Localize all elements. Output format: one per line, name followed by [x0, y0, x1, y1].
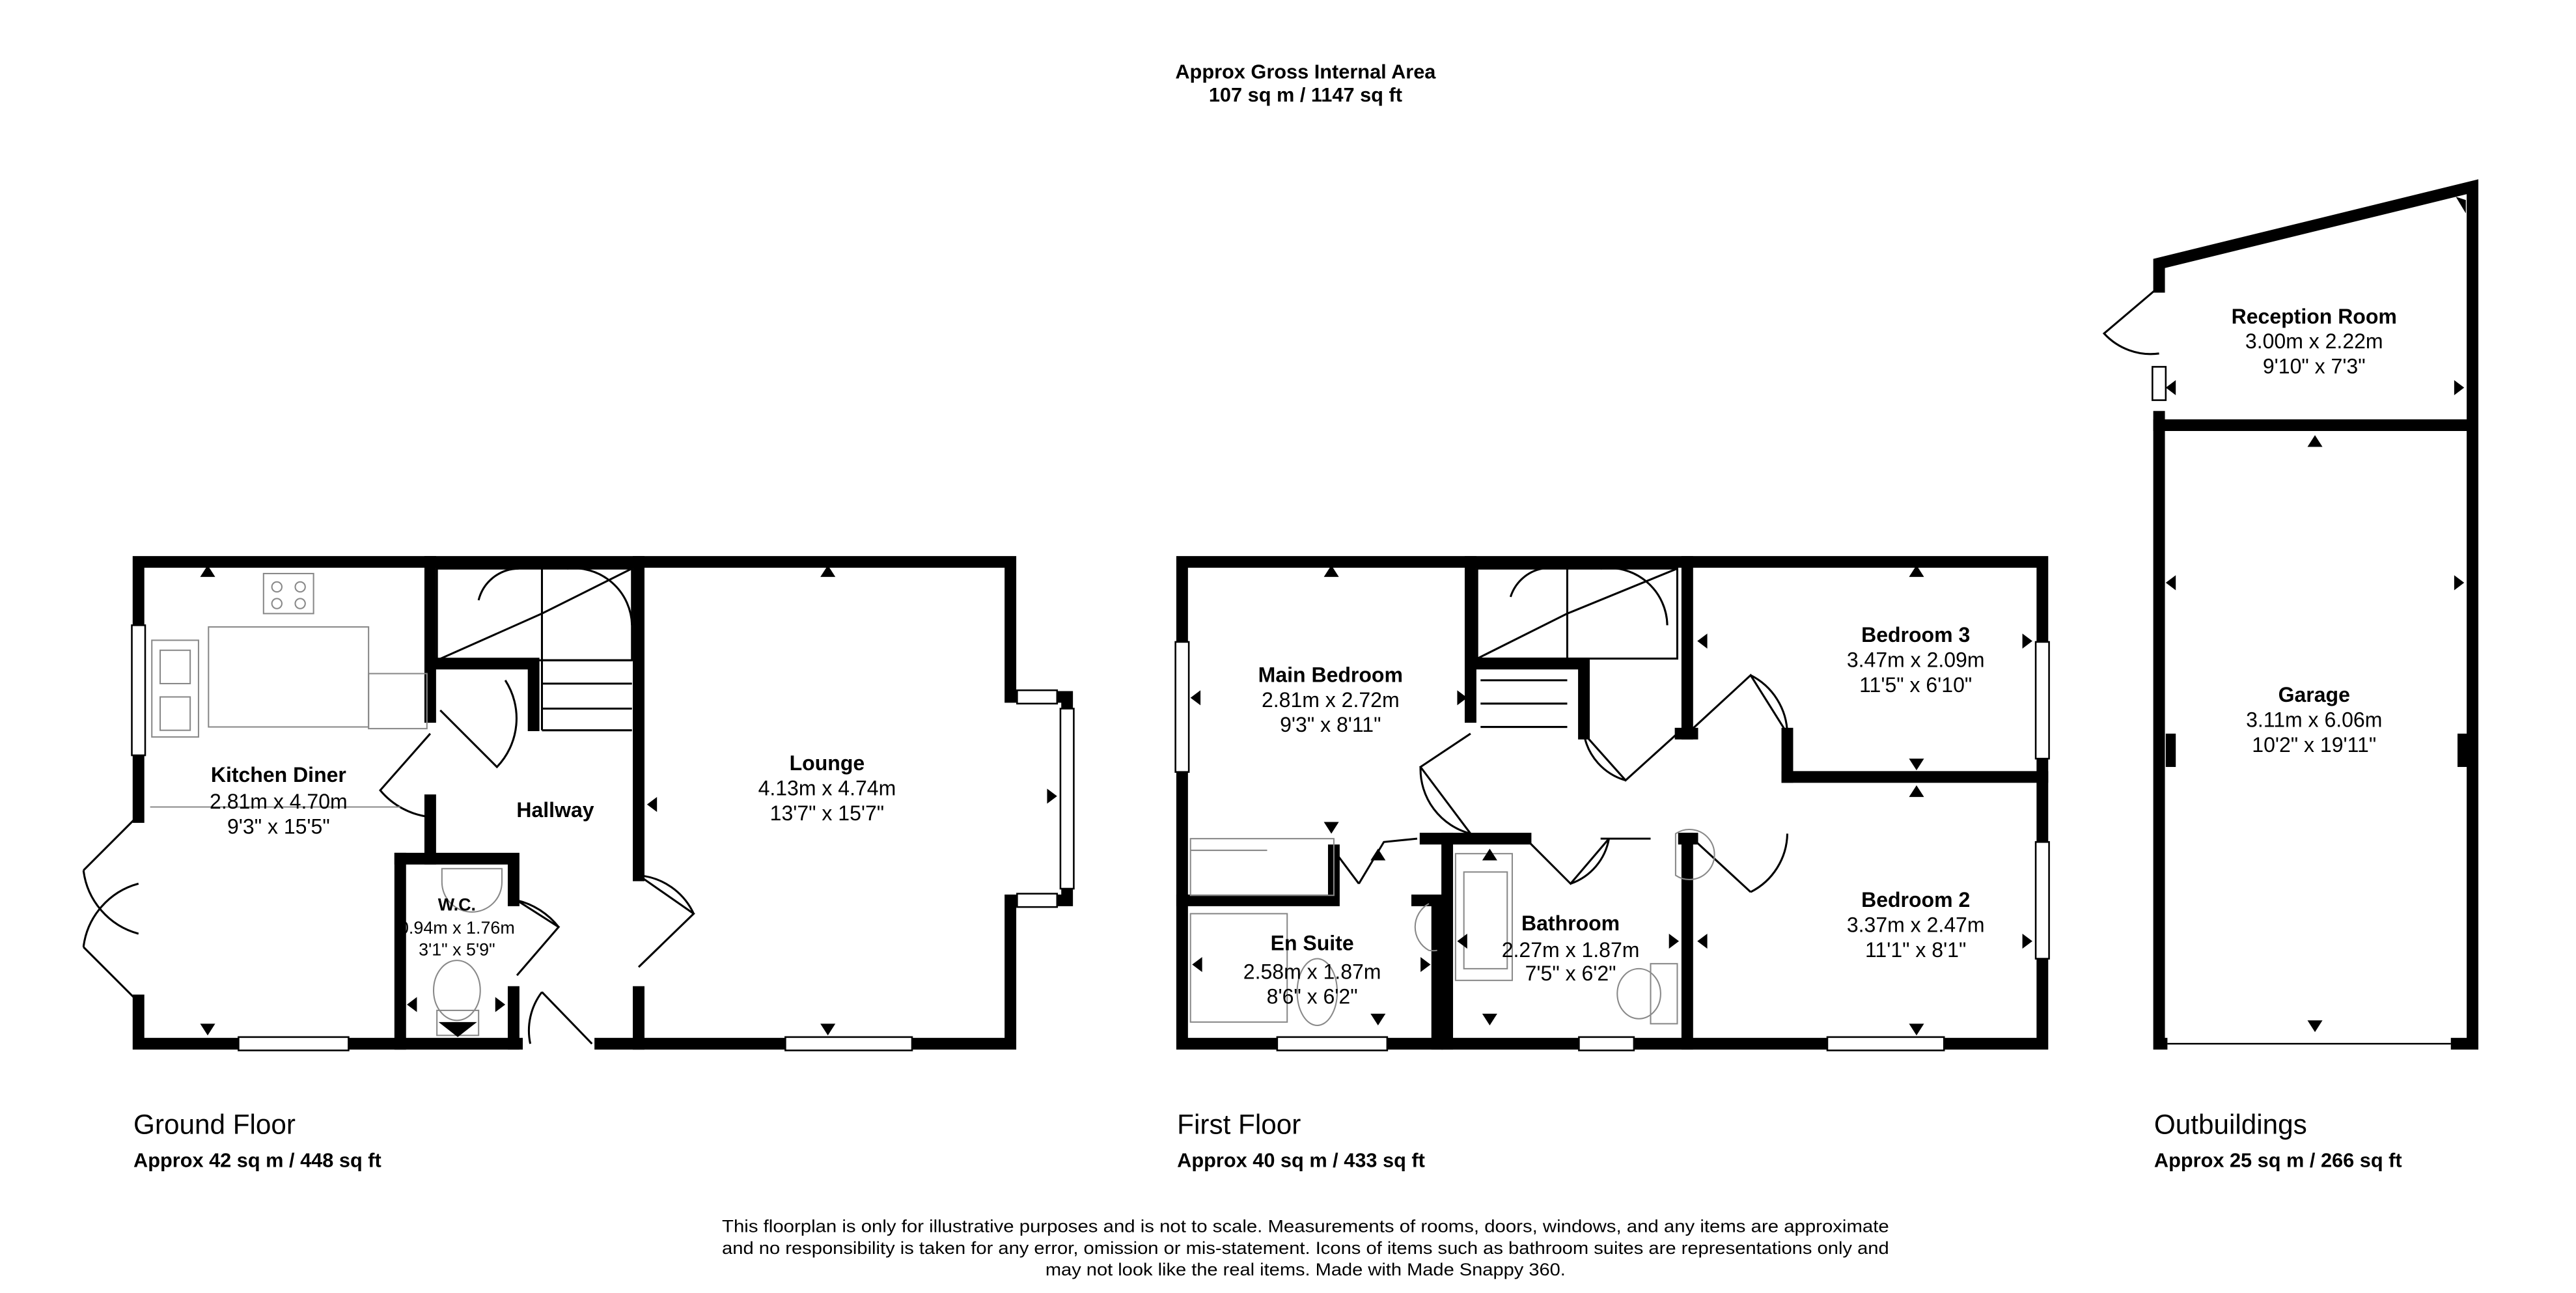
room-name: W.C.	[438, 895, 476, 914]
ground-floor-plan: Kitchen Diner 2.81m x 4.70m 9'3" x 15'5"…	[82, 556, 1075, 1051]
floor-area: Approx 42 sq m / 448 sq ft	[133, 1149, 381, 1172]
room-metric: 3.11m x 6.06m	[2246, 708, 2382, 732]
room-name: Reception Room	[2232, 305, 2397, 328]
floor-area: Approx 40 sq m / 433 sq ft	[1177, 1149, 1425, 1172]
room-name: Bedroom 3	[1861, 623, 1970, 646]
room-name: Hallway	[516, 798, 594, 822]
disclaimer-line: This floorplan is only for illustrative …	[722, 1217, 1889, 1236]
room-imperial: 9'3" x 15'5"	[227, 814, 330, 838]
first-floor-plan: Main Bedroom 2.81m x 2.72m 9'3" x 8'11" …	[1174, 556, 2050, 1051]
room-imperial: 8'6" x 6'2"	[1267, 985, 1358, 1008]
room-name: Garage	[2278, 683, 2350, 706]
room-metric: 4.13m x 4.74m	[758, 777, 896, 800]
room-imperial: 3'1" x 5'9"	[419, 939, 495, 959]
room-imperial: 11'1" x 8'1"	[1865, 938, 1966, 962]
room-imperial: 9'10" x 7'3"	[2263, 355, 2366, 378]
disclaimer-line: may not look like the real items. Made w…	[1046, 1260, 1566, 1279]
room-imperial: 10'2" x 19'11"	[2252, 733, 2376, 757]
room-name: Lounge	[790, 751, 865, 775]
floor-name: Outbuildings	[2154, 1109, 2307, 1139]
outbuildings-plan: Reception Room 3.00m x 2.22m 9'10" x 7'3…	[2102, 179, 2479, 1051]
room-imperial: 13'7" x 15'7"	[770, 801, 885, 825]
room-name: Bathroom	[1521, 911, 1620, 935]
floor-name: First Floor	[1177, 1109, 1301, 1139]
room-imperial: 11'5" x 6'10"	[1859, 673, 1972, 697]
room-metric: 3.37m x 2.47m	[1847, 913, 1985, 937]
room-metric: 2.81m x 2.72m	[1262, 688, 1400, 712]
room-name: Main Bedroom	[1258, 663, 1403, 686]
room-metric: 3.47m x 2.09m	[1847, 648, 1985, 671]
room-imperial: 7'5" x 6'2"	[1525, 962, 1616, 985]
gross-area-total: 107 sq m / 1147 sq ft	[1209, 83, 1402, 106]
floor-name: Ground Floor	[133, 1109, 296, 1139]
room-metric: 3.00m x 2.22m	[2245, 329, 2383, 353]
gross-area-title: Approx Gross Internal Area	[1175, 60, 1436, 83]
room-metric: 2.27m x 1.87m	[1502, 938, 1640, 962]
disclaimer-line: and no responsibility is taken for any e…	[722, 1238, 1889, 1258]
room-metric: 0.94m x 1.76m	[399, 918, 515, 938]
room-metric: 2.81m x 4.70m	[210, 790, 348, 813]
room-name: En Suite	[1271, 932, 1354, 955]
room-name: Kitchen Diner	[211, 763, 346, 786]
room-name: Bedroom 2	[1861, 888, 1970, 911]
room-metric: 2.58m x 1.87m	[1243, 960, 1381, 983]
floor-area: Approx 25 sq m / 266 sq ft	[2154, 1149, 2402, 1172]
room-imperial: 9'3" x 8'11"	[1280, 713, 1381, 736]
